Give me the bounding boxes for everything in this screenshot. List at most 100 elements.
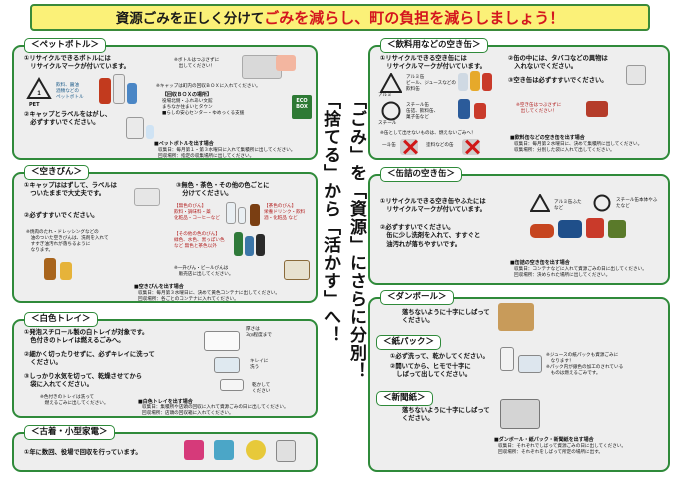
paperpack-note: ※ジュースの紙パックも資源ごみに なります！※パック内が銀色の加工のされている … [546,353,624,376]
tray-step3: ③しっかり水気を切って、乾燥させてから 袋に入れてください。 [24,373,143,389]
can-no-label: ※缶として出せないものは、燃えないごみへ！ [380,131,476,136]
pet-schedule: 収集日：毎月第１・第３水曜日に入れて集積所に出してください。回収場所：指定の収集… [158,148,296,159]
box-places-title: 【回収ＢＯＸの場所】 [162,92,213,98]
milk-carton-icon [500,347,514,371]
food-can-icon [586,218,604,238]
faucet-icon [126,117,144,139]
bottle-note-oil: ※焼肉のたれ・ドレッシングなどの 油のついた空きびんは、洗剤を入れて すすぎ油汚… [26,230,109,253]
pet-examples: 飲料、醤油酒類などのペットボトル [56,83,84,100]
drying-tray-icon [220,379,244,391]
alu-examples: アルミ缶ビール、ジュースなどの飲料缶 [406,75,456,92]
panel-title: ＜ペットボトル＞ [24,38,107,53]
panel-drink-cans: ＜飲料用などの空き缶＞ ①リサイクルできる空き缶には リサイクルマークが付いてい… [368,38,670,160]
newspaper-bundle-icon [500,399,540,429]
eco-box-icon: ECO BOX [292,95,312,119]
can-no-item2: 塗料などの缶 [426,143,454,148]
color-clear: 【無色のびん】飲料・調味料・薬化粧品・コーヒーなど [174,204,220,221]
panel-paper-resources: ＜ダンボール＞ 落ちないように十字にしばってください。 ＜紙パック＞ ①必ず洗っ… [368,290,670,472]
bottle-icon [127,83,137,104]
can-step3: ③空き缶は必ずすすいでください。 [508,77,608,84]
prohibited-icon [402,139,418,155]
can-icon [458,99,470,119]
food-schedule: 収集日：コンテナなどに入れて資源ごみの日に出してください。回収場所：決められた場… [514,267,647,278]
newspaper-step1: 落ちないように十字にしばってください。 [402,407,490,423]
aluminum-mark-icon [530,194,550,212]
steel-mark-icon [593,194,611,212]
washing-tray-icon [214,357,240,373]
food-schedule-title: ■缶詰の空き缶を出す場合 [510,260,570,266]
mark-steel: スチール [378,121,397,126]
header-lead: 資源ごみを正しく分けて [115,11,265,27]
slogan-col1: 「ごみ」を「資源」にさらに分別！ [346,92,366,380]
faucet-icon [134,188,160,206]
slogan-col2: 「捨てる」から「活かす」へ！ [320,92,340,344]
can-icon [482,73,492,91]
bottle-schedule-title: ■空きびんを出す場合 [134,284,184,290]
sauce-bottle-icon [44,258,56,280]
clear-bottle-icon [238,207,246,224]
pet-note-cap: ※ボトルはつぶさずに 出してください！ [174,58,220,69]
pet-step1: ①リサイクルできるボトルには リサイクルマークが付いています。 [24,55,130,71]
panel-food-cans: ＜缶詰の空き缶＞ ①リサイクルできる空き缶やふたには リサイクルマークが付いてい… [368,167,670,285]
blue-bottle-icon [245,236,254,256]
pet-schedule-title: ■ペットボトルを出す場合 [154,141,214,147]
header-emphasis: ごみを減らし、町の負担を減らしましょう！ [264,9,565,27]
aluminum-mark-icon [380,73,402,93]
panel-title: ＜空きびん＞ [24,165,90,180]
food-can-icon [558,220,582,238]
svg-text:1: 1 [37,91,41,97]
can-no-item1: 一斗缶 [382,143,396,148]
pot-icon [276,440,296,462]
box-places: 役場北側・ふれあい文館まちなか住まいとタウン■らしの安心センター・ゆめっくる支援 [162,99,245,116]
panel-title: ＜古着・小型家電＞ [24,425,115,440]
bottle-icon [113,74,125,104]
bottle-step1: ①キャップははずして、ラベルは ついたままで大丈夫です。 [24,182,117,198]
can-step1: ①リサイクルできる空き缶には リサイクルマークが付いています。 [380,55,486,71]
panel-old-clothes: ＜古着・小型家電＞ ①年に数回、役場で回収を行っています。 [12,425,318,472]
can-icon [458,73,468,91]
food-mark-alu: アルミ缶ふたなど [554,200,582,211]
can-step2: ②缶の中には、タバコなどの異物は 入れないでください。 [508,55,608,71]
panel-pet-bottle: ＜ペットボトル＞ ①リサイクルできるボトルには リサイクルマークが付いています。… [12,38,318,160]
green-bottle-icon [234,232,243,256]
old-step1: ①年に数回、役場で回収を行っています。 [24,449,142,456]
pet-step2: ②キャップとラベルをはがし、 必ずすすいでください。 [24,111,112,127]
panel-title: ＜飲料用などの空き缶＞ [380,38,488,53]
recycle-mark-icon: 1 [26,77,52,99]
bottle-icon [99,78,111,104]
can-icon [474,103,486,119]
food-can-icon [608,220,626,238]
tray-bubble-dry: 乾かしてください [252,383,271,394]
food-step2: ②必ずすすいでください。 缶に少し洗剤を入れて、すすぐと 油汚れが落ちやすいです… [380,224,481,248]
brown-bottle-icon [250,204,260,226]
tray-schedule: 収集日：集積所や店頭の回収に入れて資源ごみの日に出してください。回収場所：店頭の… [142,405,289,416]
steel-mark-icon [381,101,401,121]
panel-white-tray: ＜白色トレイ＞ ①発泡スチロール製の白トレイが対象です。 色付きのトレイは燃える… [12,312,318,418]
paperpack-step2: ②開いてから、ヒモで十字に しばって出してください。 [390,363,472,379]
tray-note-dirty: ※色付きのトレイは洗って 燃えるごみに出してください。 [40,395,109,406]
tray-step2: ②細かく切ったりせずに、必ずキレイに洗って ください。 [24,351,155,367]
fan-icon [246,440,266,460]
bottle-step3: ③無色・茶色・その他の色ごとに 分けてください。 [176,182,270,198]
water-icon [146,125,154,139]
mark-alu: アルミ [378,93,392,98]
prohibited-icon [464,139,480,155]
food-mark-steel: スチール缶本体やふたなど [616,198,658,209]
paper-schedule: 収集日：それぞれでしばって資源ごみの日に出してください。回収場所：それぞれをしば… [498,444,626,455]
panel-title-newspaper: ＜新聞紙＞ [376,391,433,406]
bottle-note-beer: ※一升びん・ビールびんは 販売店に出してください。 [174,266,234,277]
hand-icon [276,55,296,71]
page-header: 資源ごみを正しく分けてごみを減らし、町の負担を減らしましょう！ [30,4,650,31]
cigarette-in-can-icon [626,65,646,85]
can-icon [470,71,480,91]
can-schedule-title: ■飲料缶などの空き缶を出す場合 [510,135,585,141]
bottle-schedule: 収集日：毎月第３水曜日に、決めて黄色コンテナに出してください。回収場所：各ごとの… [138,291,280,302]
bottle-step2: ②必ずすすいでください。 [24,212,99,219]
food-can-icon [530,224,554,238]
dark-bottle-icon [256,234,265,256]
panel-glass-bottles: ＜空きびん＞ ①キャップははずして、ラベルは ついたままで大丈夫です。 ②必ずす… [12,165,318,303]
food-step1: ①リサイクルできる空き缶やふたには リサイクルマークが付いています。 [380,198,486,214]
pet-mark-label: PET [29,102,40,108]
shirt-icon [184,440,204,460]
